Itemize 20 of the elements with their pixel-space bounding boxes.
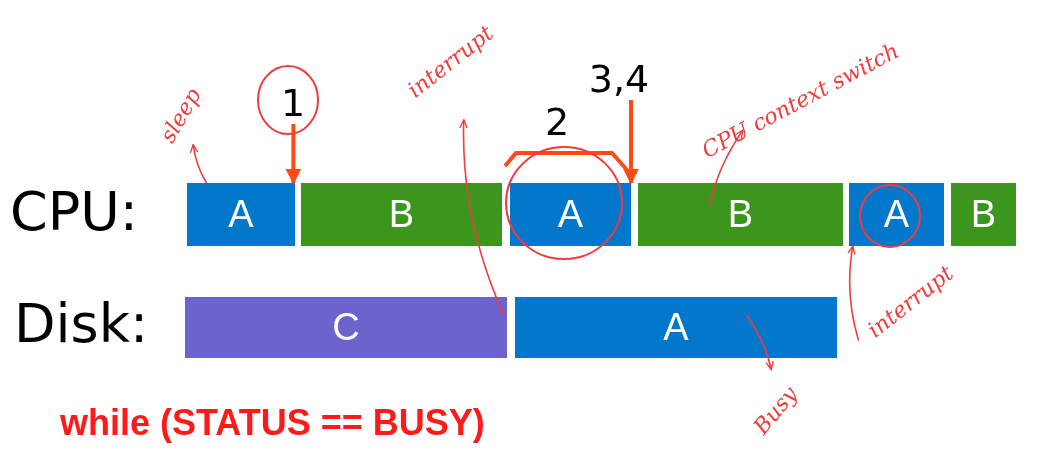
timeline-block: B xyxy=(301,183,502,246)
timeline-block: A xyxy=(187,183,295,246)
row-label: Disk: xyxy=(14,292,149,355)
step-number: 3,4 xyxy=(586,58,652,100)
code-text: while (STATUS == BUSY) xyxy=(60,402,485,444)
timeline-block: B xyxy=(638,183,843,246)
timeline-block: A xyxy=(849,183,944,246)
leader-line xyxy=(847,245,860,342)
leader-line xyxy=(189,143,208,184)
timeline-block: C xyxy=(185,297,507,358)
timeline-block: A xyxy=(510,183,631,246)
timeline-block: B xyxy=(951,183,1016,246)
leader-line xyxy=(708,129,744,206)
step-number: 1 xyxy=(276,82,310,124)
timeline-block: A xyxy=(515,297,837,358)
arrow xyxy=(285,124,302,185)
row-label: CPU: xyxy=(10,180,138,243)
step-number: 2 xyxy=(545,100,570,144)
arrow xyxy=(623,100,639,185)
leader-line xyxy=(459,119,505,317)
